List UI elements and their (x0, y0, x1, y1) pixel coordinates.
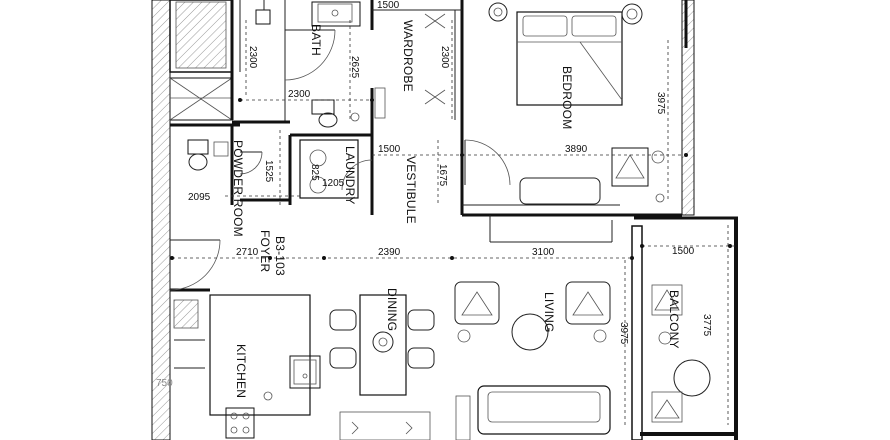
dim-powder-height: 1525 (263, 160, 274, 183)
nightstand-lamp-right (621, 3, 643, 25)
dimension-lines (170, 20, 735, 425)
living-coffee-table (511, 313, 549, 351)
dryer-icon (309, 176, 327, 194)
bedroom-armchair (611, 147, 665, 187)
sofa (477, 385, 611, 435)
room-labels: BATH WARDROBE BEDROOM POWDER ROOM LAUNDR… (231, 20, 681, 398)
doors (169, 29, 511, 291)
fixtures (187, 0, 711, 440)
dim-balcony-width: 1500 (672, 246, 695, 257)
dim-wardrobe-right-height: 2300 (439, 46, 450, 69)
bath-toilet (318, 112, 338, 128)
bed (516, 11, 623, 106)
room-label-powder-room: POWDER ROOM (231, 140, 245, 237)
nightstand-lamp-left (488, 2, 508, 22)
washer-icon (309, 149, 327, 167)
dim-laundry-a: 825 (309, 164, 320, 181)
room-label-bedroom: BEDROOM (560, 66, 574, 129)
room-label-kitchen: KITCHEN (234, 344, 248, 398)
dim-bedroom-height: 3975 (655, 92, 666, 115)
balcony-furniture (651, 284, 711, 423)
bedroom-desk (519, 177, 601, 205)
dim-powder-width: 2095 (188, 192, 211, 203)
dim-living-width: 3100 (532, 247, 555, 258)
kitchen-sink (289, 355, 321, 389)
dim-living-height: 3975 (618, 322, 629, 345)
dim-laundry-b: 1205 (322, 178, 345, 189)
room-label-living: LIVING (542, 292, 556, 333)
dim-bedroom-width: 3890 (565, 144, 588, 155)
living-furniture (454, 281, 611, 440)
room-label-laundry: LAUNDRY (343, 146, 357, 205)
dim-vestibule-width: 1500 (378, 144, 401, 155)
left-wall (151, 0, 171, 440)
cooktop (225, 407, 255, 439)
bedroom-outer-wall (681, 0, 695, 216)
dim-wardrobe-height: 2625 (349, 56, 360, 79)
dim-bath-left-height: 2300 (247, 46, 258, 69)
dimension-labels: 1500 2300 2625 2300 2300 3975 3890 1500 … (156, 0, 712, 389)
dining-table (329, 294, 435, 396)
kitchen-fixtures (225, 355, 431, 440)
exterior-walls (151, 0, 738, 440)
dim-balcony-height: 3775 (701, 314, 712, 337)
room-label-unit: B3-103 (273, 236, 287, 276)
room-label-wardrobe: WARDROBE (401, 20, 415, 92)
dim-dining-width: 2390 (378, 247, 401, 258)
dim-foyer-width: 2710 (236, 247, 259, 258)
room-label-bath: BATH (309, 24, 323, 56)
powder-toilet (188, 153, 208, 171)
balcony-glass-rail (631, 225, 643, 440)
dim-kitchen-mark: 750 (156, 378, 173, 389)
shaft-blocks (169, 0, 233, 121)
dim-bath-bottom: 2300 (288, 89, 311, 100)
dim-vestibule-height: 1675 (437, 164, 448, 187)
room-label-vestibule: VESTIBULE (404, 156, 418, 224)
room-label-foyer: FOYER (258, 230, 272, 272)
room-label-balcony: BALCONY (667, 290, 681, 349)
room-label-dining: DINING (385, 288, 399, 331)
dim-bath-width: 1500 (377, 0, 400, 11)
bath-vanity (311, 1, 361, 27)
